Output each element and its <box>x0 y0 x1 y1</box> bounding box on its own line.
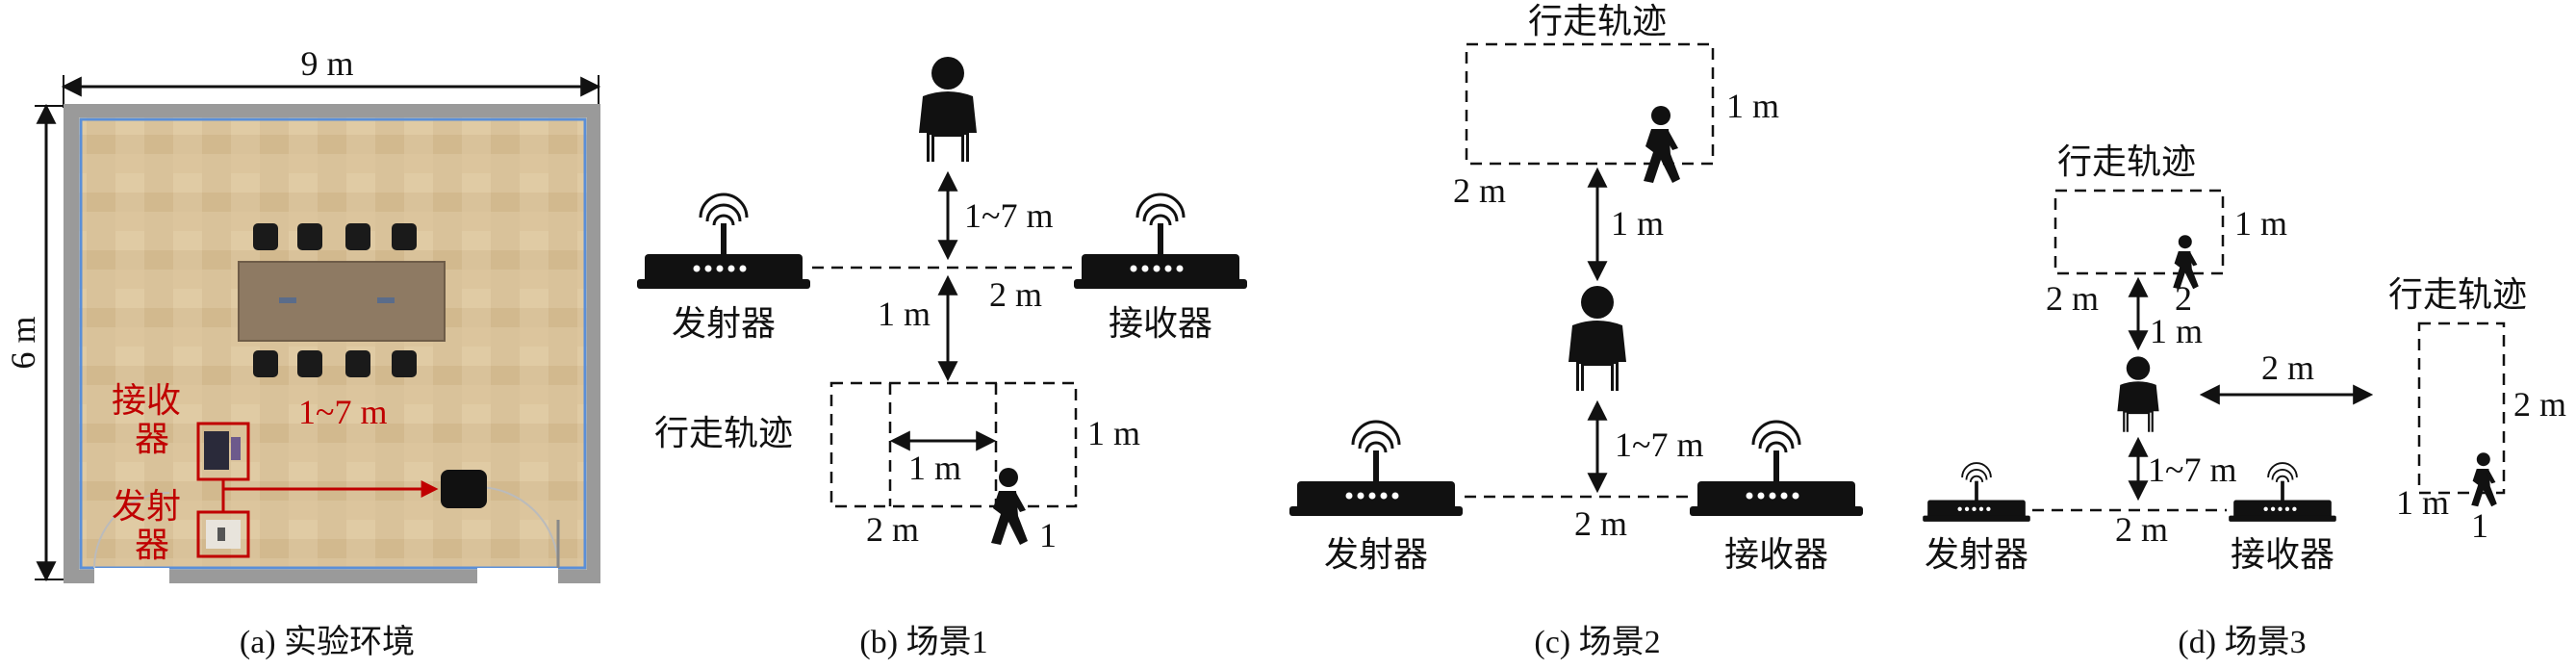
track-label-right-d: 行走轨迹 <box>2388 275 2527 314</box>
seated-person-icon <box>918 56 978 165</box>
walker1-number-d: 1 <box>2471 506 2488 545</box>
seated-person-icon-d <box>2116 355 2160 434</box>
dist-vertical-label-b: 1~7 m <box>964 196 1053 235</box>
walker-number-b: 1 <box>1039 516 1057 554</box>
gap-label-b: 1 m <box>878 295 931 333</box>
right-side-label-d: 2 m <box>2513 385 2566 424</box>
walking-person-icon-c <box>1644 106 1680 183</box>
room-height-label: 6 m <box>4 316 42 369</box>
receiver-router-icon-d <box>2228 462 2337 523</box>
right-label-b: 1 m <box>1087 414 1140 452</box>
rx-label-c: 接收器 <box>1724 535 1828 574</box>
tx-label-d: 发射器 <box>1925 535 2028 574</box>
track-side-label-c: 1 m <box>1726 87 1779 125</box>
transmitter-label-1: 发射 <box>112 487 181 526</box>
panel-c-scene2: 行走轨迹 1 m 2 m 1 m 1~7 m 2 m 发射器 接收器 (c) 场… <box>1288 2 1865 660</box>
caption-b: (b) 场景1 <box>859 625 987 660</box>
los-label-c: 2 m <box>1574 504 1627 543</box>
los-label-b: 2 m <box>989 275 1042 314</box>
rx-label-b: 接收器 <box>1109 304 1212 343</box>
inner-label-b: 1 m <box>908 449 961 487</box>
tx-label-c: 发射器 <box>1324 535 1428 574</box>
distance-label-a: 1~7 m <box>298 393 387 431</box>
track-label-b: 行走轨迹 <box>654 414 793 452</box>
transmitter-router-icon-c <box>1288 420 1465 518</box>
walking-track-top-d <box>2053 189 2225 275</box>
panel-b-scene1: 1~7 m 2 m 发射器 接收器 1 m 1 m 行走轨迹 1 m 2 m 1… <box>635 56 1249 660</box>
track-label-top-d: 行走轨迹 <box>2057 142 2196 181</box>
track-label-c: 行走轨迹 <box>1528 2 1667 40</box>
gap-label-d: 1 m <box>2150 312 2203 350</box>
transmitter-router-icon-d <box>1922 462 2031 523</box>
top-bottom-label-d: 2 m <box>2046 279 2099 318</box>
rx-label-d: 接收器 <box>2231 535 2334 574</box>
track-bottom-label-c: 2 m <box>1453 171 1506 210</box>
receiver-router-icon <box>1072 193 1249 291</box>
room-width-label: 9 m <box>300 44 353 83</box>
caption-c: (c) 场景2 <box>1534 625 1660 660</box>
caption-d: (d) 场景3 <box>2178 625 2306 660</box>
walker2-number-d: 2 <box>2175 279 2192 318</box>
gap-label-c: 1 m <box>1611 204 1664 243</box>
dist-vertical-label-d: 1~7 m <box>2148 450 2236 489</box>
caption-a: (a) 实验环境 <box>240 624 415 660</box>
walking-track-b <box>829 381 1078 508</box>
walking-track-c <box>1465 42 1715 166</box>
transmitter-router-icon <box>635 193 812 291</box>
panel-a-floorplan: 9 m 6 m 1~7 m <box>4 44 601 660</box>
receiver-label-1: 接收 <box>112 381 181 420</box>
receiver-router-icon-c <box>1688 420 1865 518</box>
panel-d-scene3: 行走轨迹 2 1 m 2 m 1 m 2 m 行走轨迹 2 m 1 m 1 1~… <box>1922 142 2566 660</box>
room-floor <box>79 117 587 570</box>
transmitter-label-2: 器 <box>135 526 169 564</box>
right-bottom-label-d: 1 m <box>2396 483 2449 522</box>
los-label-d: 2 m <box>2115 510 2168 549</box>
walking-track-right-d <box>2417 322 2506 495</box>
target-person-chair <box>441 470 487 508</box>
bottom-label-b: 2 m <box>866 510 919 549</box>
conference-table <box>238 261 446 342</box>
walking-person-icon-1-d <box>2471 452 2497 507</box>
receiver-label-2: 器 <box>135 420 169 458</box>
dist-vertical-label-c: 1~7 m <box>1615 425 1703 464</box>
top-side-label-d: 1 m <box>2234 204 2287 243</box>
horiz-dist-label-d: 2 m <box>2261 348 2314 387</box>
seated-person-icon-c <box>1568 285 1627 394</box>
tx-label-b: 发射器 <box>672 304 776 343</box>
